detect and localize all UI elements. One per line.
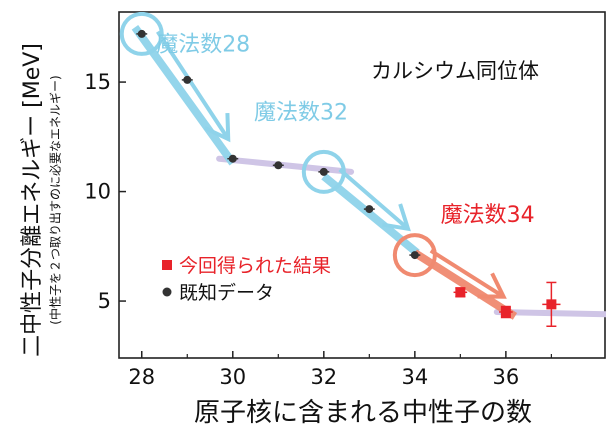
legend-label-new: 今回得られた結果 xyxy=(179,255,331,277)
data-point xyxy=(228,154,237,163)
magic-number-label: 魔法数34 xyxy=(441,203,535,228)
data-point xyxy=(274,161,283,170)
plot-layer xyxy=(119,12,606,327)
trend-line-34 xyxy=(412,249,518,320)
legend-label-known: 既知データ xyxy=(179,282,274,304)
data-point xyxy=(319,167,328,176)
x-tick-label: 30 xyxy=(219,365,246,389)
y-tick-label: 15 xyxy=(84,70,111,94)
x-axis-title: 原子核に含まれる中性子の数 xyxy=(193,398,532,428)
data-point xyxy=(546,299,557,310)
magic-circle xyxy=(301,149,346,194)
data-point xyxy=(183,75,192,84)
y-tick-label: 5 xyxy=(98,289,111,313)
magic-number-label: 魔法数32 xyxy=(254,100,348,125)
x-tick-label: 34 xyxy=(401,365,428,389)
legend-marker-known xyxy=(162,287,172,297)
arrow-28-shaft xyxy=(156,30,230,141)
magic-number-label: 魔法数28 xyxy=(156,32,250,57)
legend-marker-new xyxy=(162,260,172,270)
plot-frame xyxy=(118,11,606,359)
x-tick-label: 36 xyxy=(493,365,520,389)
chart-title: カルシウム同位体 xyxy=(371,59,539,83)
arrow-32-shaft xyxy=(338,168,410,231)
magic-circle xyxy=(119,12,164,56)
arrow-34-head xyxy=(477,272,507,299)
arrow-28-head xyxy=(203,112,231,143)
data-point xyxy=(455,287,466,298)
data-point xyxy=(410,251,419,260)
x-tick-label: 32 xyxy=(310,365,337,389)
arrow-32-head xyxy=(382,203,411,232)
data-point xyxy=(500,307,511,318)
data-point xyxy=(137,29,146,38)
y-tick-label: 10 xyxy=(84,180,111,204)
trend-band xyxy=(216,155,355,175)
data-point xyxy=(365,205,374,214)
magic-circle xyxy=(392,233,437,278)
x-tick-label: 28 xyxy=(128,365,155,389)
arrow-34-shaft xyxy=(429,249,505,299)
